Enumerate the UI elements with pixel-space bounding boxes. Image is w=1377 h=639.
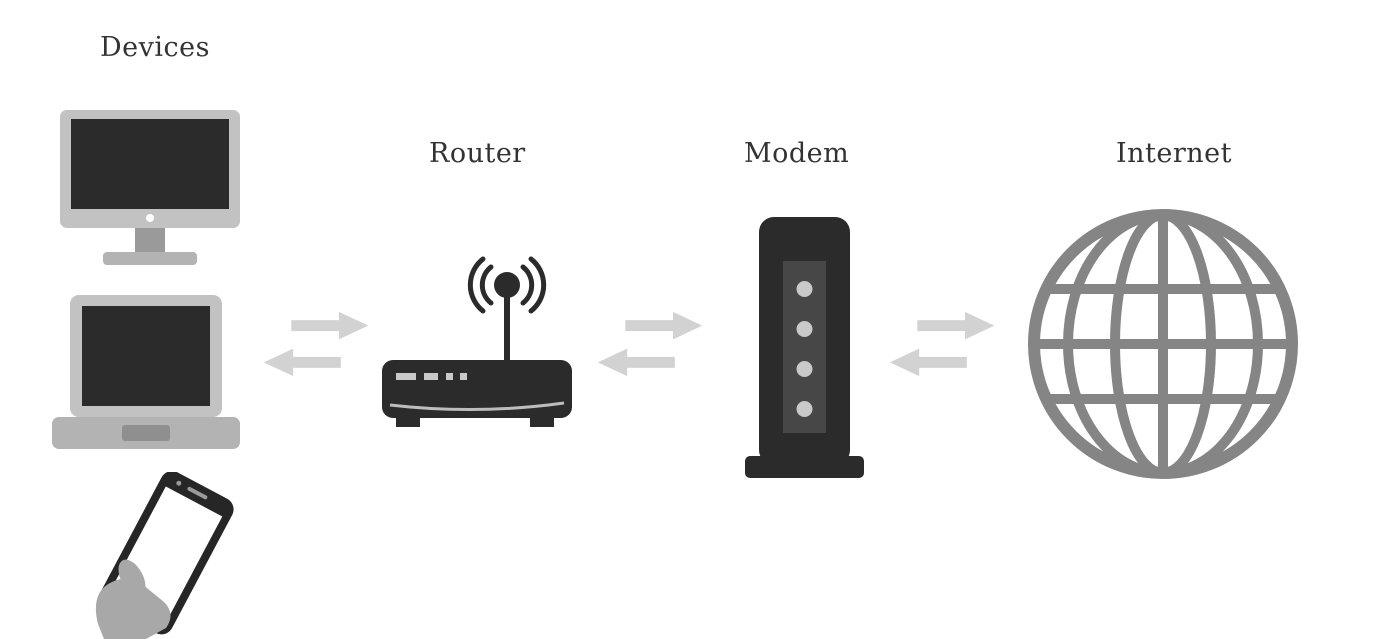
- arrow-right: [917, 311, 995, 340]
- globe-icon: [1022, 203, 1304, 485]
- wireless-router-icon: [378, 255, 578, 435]
- internet-label: Internet: [1116, 138, 1233, 169]
- arrow-left: [889, 348, 967, 377]
- arrow-right: [625, 311, 703, 340]
- devices-label: Devices: [100, 32, 210, 63]
- desktop-monitor-icon: [58, 108, 243, 266]
- arrow-left: [263, 348, 341, 377]
- laptop-icon: [50, 293, 242, 465]
- modem-icon: [737, 213, 872, 481]
- arrow-router-modem: [596, 306, 706, 382]
- arrow-devices-router: [262, 306, 372, 382]
- arrow-modem-internet: [888, 306, 998, 382]
- modem-label: Modem: [744, 138, 850, 169]
- router-label: Router: [429, 138, 526, 169]
- smartphone-in-hand-icon: [80, 472, 240, 639]
- arrow-right: [291, 311, 369, 340]
- arrow-left: [597, 348, 675, 377]
